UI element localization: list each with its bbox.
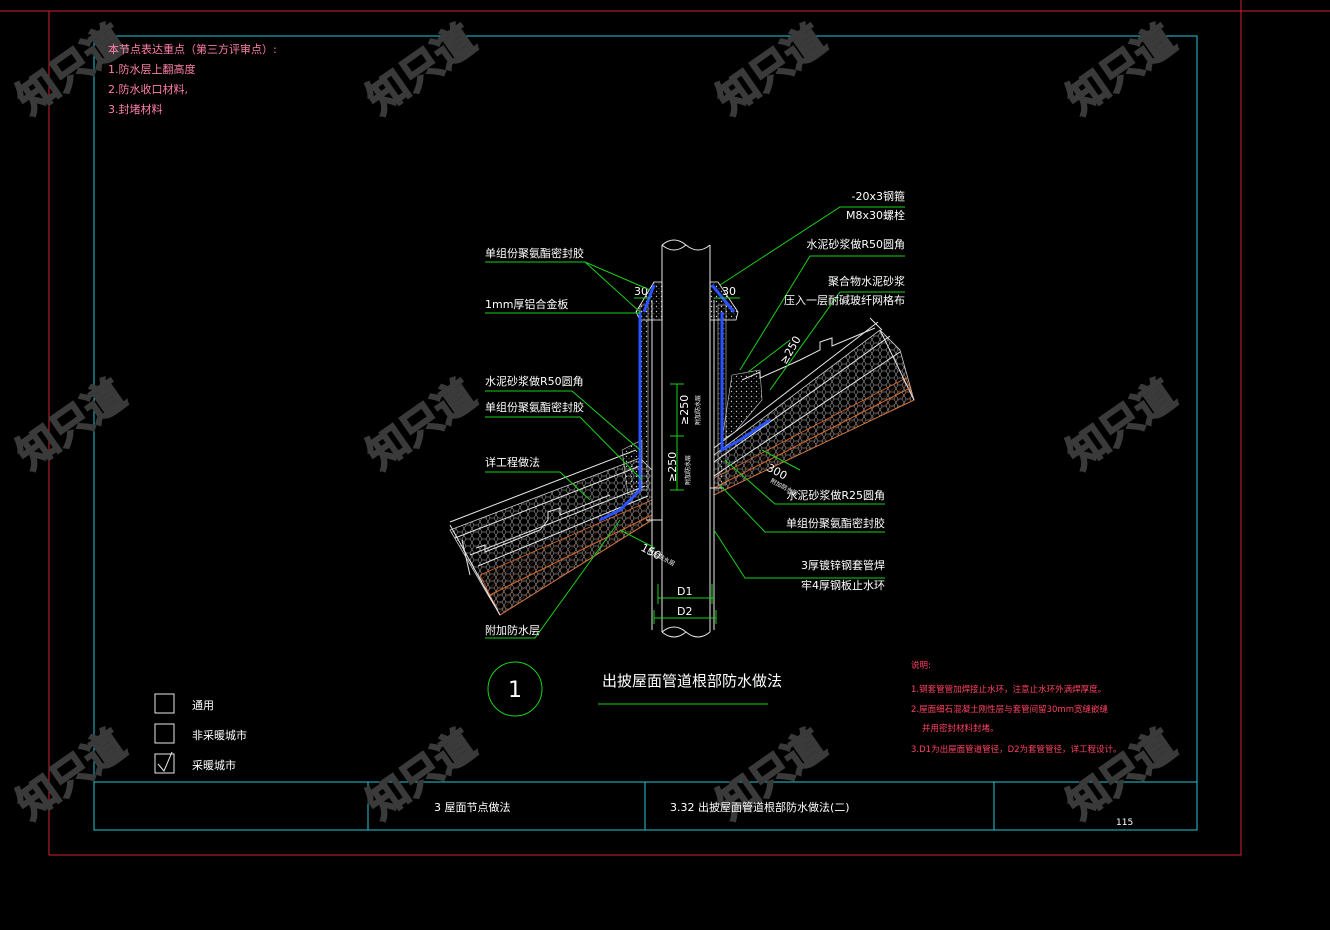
- dimension-30-right: 30: [722, 285, 736, 298]
- legend-label: 非采暖城市: [192, 728, 247, 742]
- callout-galv-sleeve: 3厚镀锌钢套管焊: [801, 558, 885, 572]
- dimension-d2: D2: [677, 605, 692, 618]
- callout-sealant-mid-left: 单组份聚氨酯密封胶: [485, 400, 584, 414]
- watermark: 知只道: [1059, 17, 1184, 124]
- title-block-section: 3.32 出披屋面管道根部防水做法(二): [670, 800, 850, 814]
- dimension-30-left: 30: [634, 285, 648, 298]
- remarks-line: 3.D1为出屋面管道管径，D2为套管管径，详工程设计。: [911, 744, 1122, 755]
- figure-title: 出披屋面管道根部防水做法: [602, 672, 782, 690]
- watermark: 知只道: [9, 722, 134, 829]
- watermark: 知只道: [9, 372, 134, 479]
- title-block-page: 115: [1116, 818, 1133, 828]
- roof-slab-left: [449, 439, 653, 616]
- review-note-item: 1.防水层上翻高度: [108, 62, 196, 76]
- review-notes-title: 本节点表达重点（第三方评审点）:: [108, 42, 277, 56]
- callout-sealant-top-left: 单组份聚氨酯密封胶: [485, 246, 584, 260]
- legend-label: 通用: [192, 699, 214, 712]
- remarks-line: 2.屋面细石混凝土刚性层与套管间留30mm宽缝嵌缝: [911, 704, 1108, 715]
- remarks-line: 并用密封材料封堵。: [922, 723, 999, 734]
- callout-mortar-r50-left: 水泥砂浆做R50圆角: [485, 374, 584, 388]
- title-block: 3 屋面节点做法 3.32 出披屋面管道根部防水做法(二) 115: [434, 800, 1133, 828]
- callout-project-ref: 详工程做法: [485, 455, 540, 469]
- remarks: 说明: 1.钢套管管加焊接止水环，注意止水环外满焊厚度。 2.屋面细石混凝土刚性…: [911, 660, 1122, 755]
- callout-mortar-r25: 水泥砂浆做R25圆角: [786, 488, 885, 502]
- legend: 通用 非采暖城市 采暖城市: [154, 693, 247, 774]
- figure-label: 1 出披屋面管道根部防水做法: [487, 661, 782, 717]
- review-note-item: 3.封堵材料: [108, 102, 163, 116]
- callout-bolt: M8x30螺栓: [846, 208, 905, 222]
- callout-steel-hoop: -20x3钢箍: [852, 189, 905, 203]
- callout-polymer-mortar: 聚合物水泥砂浆: [828, 274, 905, 288]
- dimension-lines: [619, 297, 801, 624]
- roof-slab-right: [713, 317, 915, 496]
- dimension-250-pipe-upper: ≥250: [678, 395, 691, 425]
- legend-label: 采暖城市: [192, 758, 236, 772]
- legend-checkbox[interactable]: [154, 693, 175, 714]
- dimension-d1: D1: [677, 585, 692, 598]
- figure-number: 1: [508, 678, 522, 703]
- watermark: 知只道: [359, 372, 484, 479]
- callout-extra-layer: 附加防水层: [485, 623, 540, 637]
- sheet-frame: [0, 0, 1330, 856]
- watermark: 知只道: [1059, 372, 1184, 479]
- callout-sealant-right: 单组份聚氨酯密封胶: [786, 516, 885, 530]
- review-note-item: 2.防水收口材料,: [108, 82, 188, 96]
- callout-mortar-r50-right: 水泥砂浆做R50圆角: [806, 237, 905, 251]
- watermark: 知只道: [1059, 722, 1184, 829]
- pipe-assembly: [599, 239, 771, 638]
- watermark: 知只道: [709, 17, 834, 124]
- title-block-chapter: 3 屋面节点做法: [434, 800, 511, 814]
- callout-aluminum-plate: 1mm厚铝合金板: [485, 297, 568, 311]
- callout-water-stop-ring: 牢4厚钢板止水环: [801, 578, 885, 592]
- remarks-line: 1.钢套管管加焊接止水环，注意止水环外满焊厚度。: [911, 684, 1106, 695]
- leader-lines: [485, 206, 905, 639]
- legend-checkbox-checked[interactable]: [154, 753, 175, 774]
- check-icon: [157, 751, 173, 772]
- callout-mesh-cloth: 压入一层耐碱玻纤网格布: [784, 293, 905, 307]
- dimension-tiny-label: 附加防水层: [684, 455, 692, 485]
- review-notes: 本节点表达重点（第三方评审点）: 1.防水层上翻高度 2.防水收口材料, 3.封…: [108, 42, 277, 116]
- dimension-tiny-label: 附加防水层: [694, 395, 702, 425]
- remarks-title: 说明:: [911, 660, 931, 671]
- legend-checkbox[interactable]: [154, 723, 175, 744]
- watermark: 知只道: [359, 17, 484, 124]
- dimension-250-pipe-lower: ≥250: [666, 452, 679, 482]
